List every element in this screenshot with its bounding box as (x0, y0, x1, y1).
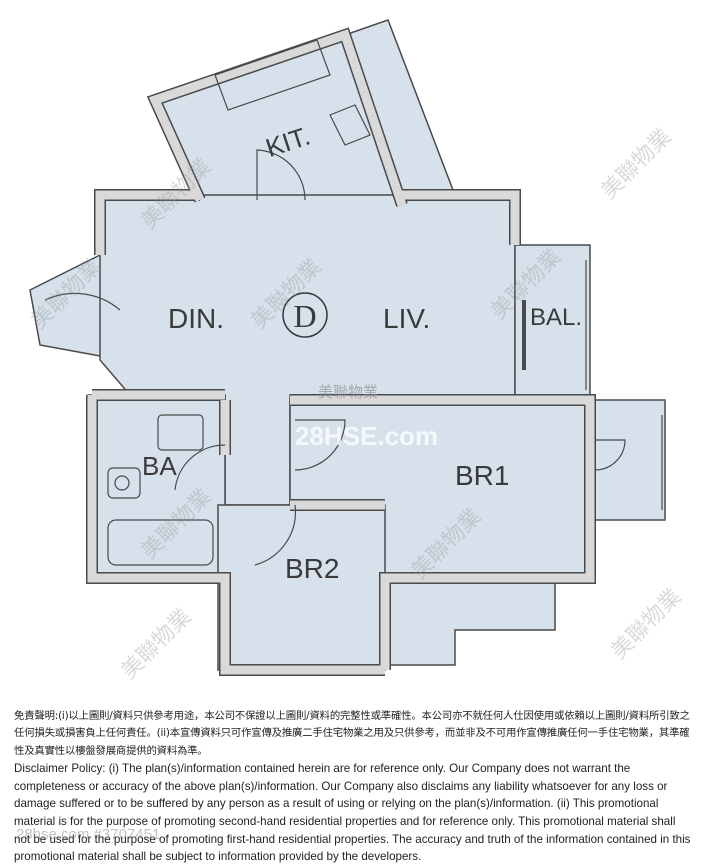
agency-watermark: 美聯物業 (607, 584, 687, 664)
walls (86, 27, 596, 676)
dining-label: DIN. (168, 303, 224, 334)
bedroom1-label: BR1 (455, 460, 509, 491)
balcony-floor (514, 244, 591, 396)
bay-extension (389, 579, 556, 666)
unit-letter: D (293, 298, 316, 334)
bathroom-basin (157, 414, 204, 451)
unit-badge (282, 292, 328, 338)
agency-watermark: 美聯物業 (597, 124, 677, 204)
left-door-swing (44, 292, 121, 311)
site-watermark: 28HSE.com (295, 421, 438, 451)
toilet (107, 467, 141, 499)
kitchen-counter (214, 39, 331, 111)
fixtures (44, 39, 663, 566)
toilet-bowl (114, 475, 130, 491)
bedroom2-door-swing (254, 504, 297, 566)
disclaimer: 免責聲明:(i)以上圖則/資料只供參考用途，本公司不保證以上圖則/資料的完整性或… (14, 708, 694, 866)
agency-watermark-flat: 美聯物業 (318, 383, 378, 401)
bathroom-door-swing (174, 444, 226, 491)
disclaimer-english: Disclaimer Policy: (i) The plan(s)/infor… (14, 762, 691, 864)
bedroom2-floor (217, 504, 386, 671)
floor-areas (29, 19, 666, 671)
kitchen-door-swing (256, 149, 306, 201)
bedroom2-label: BR2 (285, 553, 339, 584)
living-label: LIV. (383, 303, 430, 334)
balcony-label: BAL. (530, 304, 582, 331)
side-balcony-floor (589, 399, 666, 521)
side-balcony-door-swing (594, 439, 626, 471)
bedroom1-door-swing (294, 419, 346, 471)
bathtub (107, 519, 214, 566)
disclaimer-chinese: 免責聲明:(i)以上圖則/資料只供參考用途，本公司不保證以上圖則/資料的完整性或… (14, 710, 690, 757)
bathroom-label: BA (142, 451, 177, 481)
kitchen-sink (329, 104, 371, 146)
listing-id-watermark: 28hse.com #3707451 (16, 826, 161, 843)
floor-plan: KIT. DIN. D LIV. BAL. BA BR1 BR2 美聯物業 美聯… (27, 19, 687, 684)
agency-watermark: 美聯物業 (117, 604, 197, 684)
